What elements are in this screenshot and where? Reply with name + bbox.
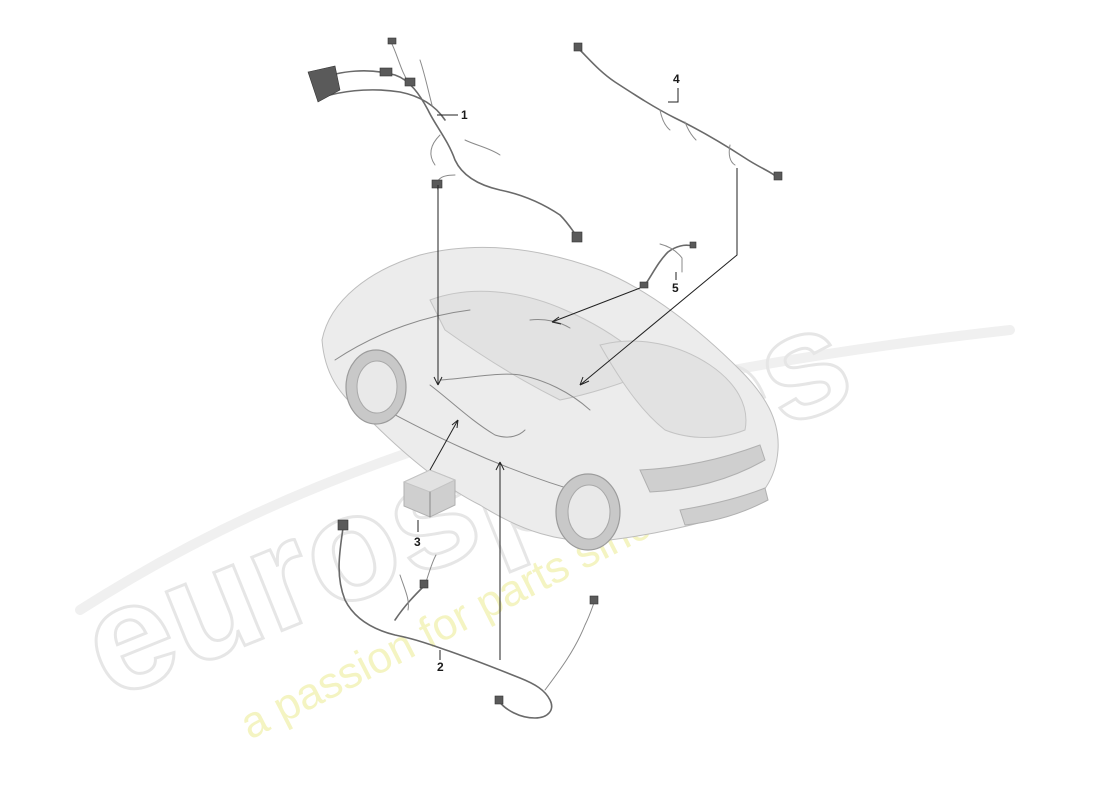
callout-5[interactable]: 5 [672,281,679,295]
leader-lines [417,88,738,660]
part-4-wiring-harness[interactable] [573,42,783,181]
car-illustration [321,246,779,551]
part-2-wiring-harness[interactable] [337,519,599,719]
callouts: 1 2 3 4 5 [414,72,680,674]
part-5-wiring-harness[interactable] [639,241,697,289]
part-1-wiring-harness[interactable] [307,37,583,243]
callout-4[interactable]: 4 [673,72,680,86]
callout-3[interactable]: 3 [414,535,421,549]
part-3-control-unit[interactable] [402,469,457,518]
callout-1[interactable]: 1 [461,108,468,122]
callout-2[interactable]: 2 [437,660,444,674]
